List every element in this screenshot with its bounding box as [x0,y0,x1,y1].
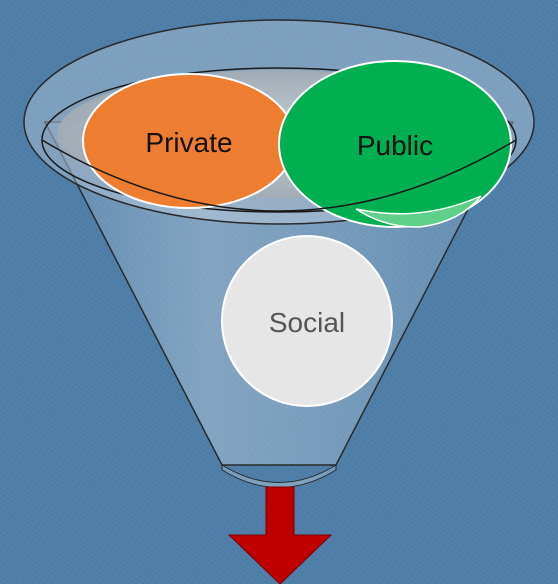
social-label: Social [269,307,345,338]
social-bubble [221,235,393,407]
funnel-rim-front [41,139,517,212]
public-label: Public [357,130,433,161]
funnel-spout [221,464,337,488]
down-arrow-icon [227,486,333,584]
public-bubble [278,60,512,228]
public-bubble-lower [355,195,482,228]
private-label: Private [145,127,232,158]
